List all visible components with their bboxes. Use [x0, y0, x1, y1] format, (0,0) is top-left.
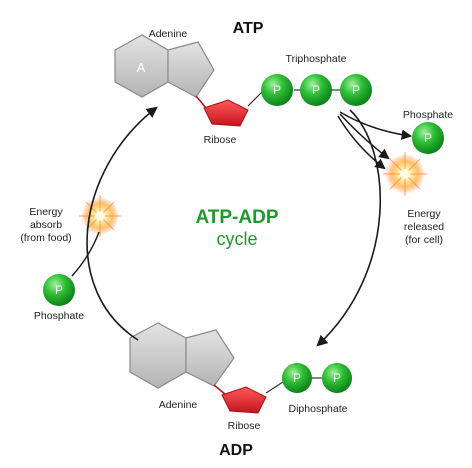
- ribose-top: [203, 99, 249, 127]
- phosphate-5: [322, 363, 352, 393]
- ribose-label-bottom: Ribose: [228, 420, 261, 432]
- triphosphate-label: Triphosphate: [286, 53, 347, 65]
- phosphate-3-letter: P: [352, 83, 360, 97]
- ribose-label-top: Ribose: [204, 134, 237, 146]
- phosphate-absorbed: [43, 274, 75, 306]
- phosphate-released-letter: P: [424, 131, 432, 145]
- adenine-label-top: Adenine: [149, 28, 188, 40]
- energy-burst-right-icon: [383, 152, 427, 196]
- energy-released-line1: Energy: [407, 208, 441, 220]
- energy-absorb-line3: (from food): [20, 232, 71, 244]
- phosphate-2: [300, 74, 332, 106]
- arrow-phosphate-to-arc: [71, 231, 100, 277]
- adenine-pentagon-top: [167, 41, 215, 98]
- ribose-bottom: [221, 386, 267, 414]
- adp-title: ADP: [219, 442, 253, 459]
- adp-adenine-group: [129, 322, 235, 389]
- energy-absorb-line1: Energy: [29, 206, 63, 218]
- phosphate-double: P P: [282, 363, 352, 393]
- arrow-to-phosphate: [339, 111, 413, 140]
- adenine-letter-top: A: [137, 60, 146, 75]
- phosphate-4-letter: P: [293, 371, 301, 385]
- arrow-to-burst-2: [337, 115, 386, 170]
- arrow-to-burst-1: [339, 113, 390, 160]
- arrow-adp-to-atp: [86, 106, 158, 341]
- energy-burst-left-icon: [79, 195, 121, 237]
- adenine-hexagon-bottom: [129, 322, 187, 389]
- phosphate-3: [340, 74, 372, 106]
- energy-absorb-line2: absorb: [30, 219, 62, 231]
- phosphate-1: [261, 74, 293, 106]
- cycle-subtitle: cycle: [216, 229, 257, 249]
- arrow-atp-to-adp: [316, 109, 381, 347]
- phosphate-label-left: Phosphate: [34, 310, 84, 322]
- phosphate-5-letter: P: [333, 371, 341, 385]
- adenine-label-bottom: Adenine: [159, 399, 198, 411]
- energy-released-line2: released: [404, 221, 444, 233]
- phosphate-label-right: Phosphate: [403, 109, 453, 121]
- phosphate-triple: P P P: [261, 74, 372, 106]
- adenine-pentagon-bottom: [185, 329, 235, 387]
- phosphate-released: [412, 122, 444, 154]
- energy-released-line3: (for cell): [405, 234, 443, 246]
- atp-title: ATP: [233, 20, 264, 37]
- diphosphate-label: Diphosphate: [289, 403, 348, 415]
- phosphate-1-letter: P: [273, 83, 281, 97]
- cycle-title: ATP-ADP: [195, 207, 278, 228]
- phosphate-2-letter: P: [312, 83, 320, 97]
- atp-adenine-group: A: [114, 34, 215, 98]
- phosphate-absorbed-letter: P: [55, 283, 63, 297]
- phosphate-4: [282, 363, 312, 393]
